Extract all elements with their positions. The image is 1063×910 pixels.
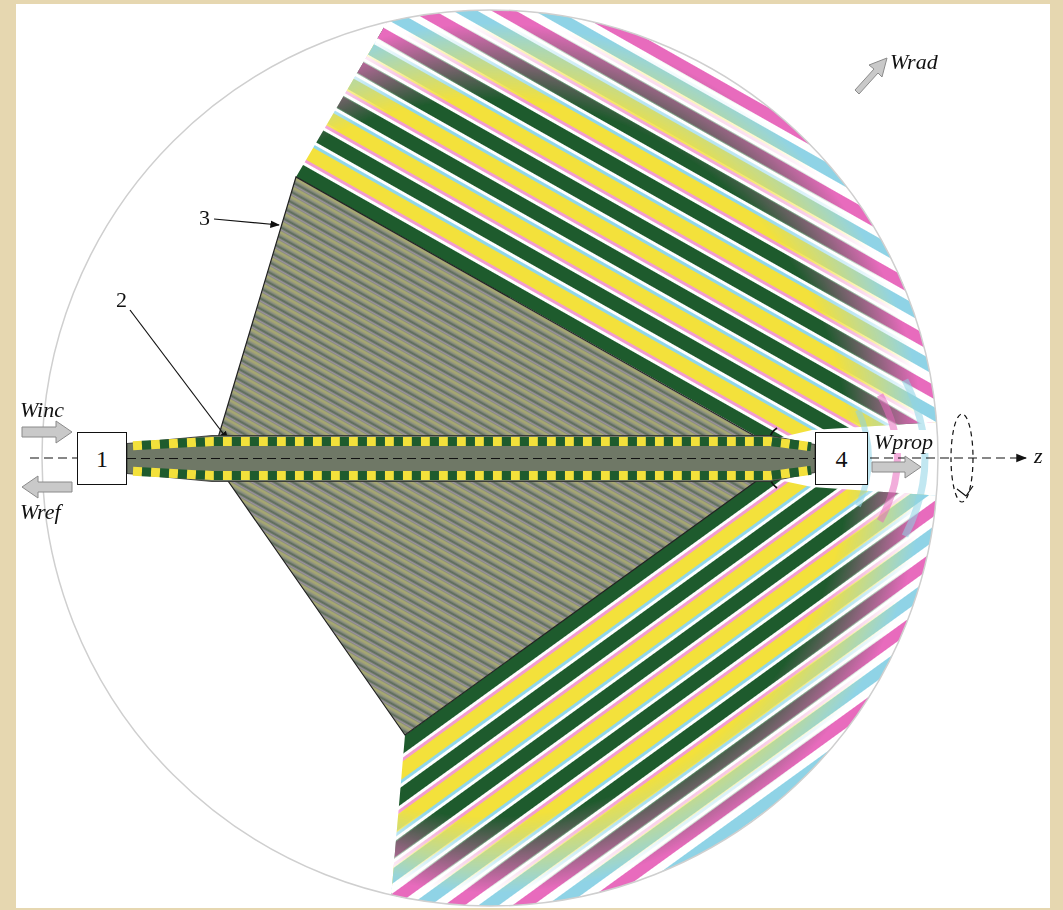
rotation-symbol <box>951 414 973 502</box>
waveguide-field <box>133 442 811 447</box>
symbol-label: Winc <box>20 398 64 421</box>
radiated-power-arrow <box>855 58 887 94</box>
callout-number: 3 <box>199 206 210 229</box>
port-number: 4 <box>836 447 848 471</box>
waveguide-body <box>127 436 815 482</box>
waveguide-rod <box>127 436 815 482</box>
symbol-label: z <box>1034 444 1043 467</box>
leader-line <box>130 310 228 440</box>
propagated-power-arrow <box>872 456 921 478</box>
power-arrows <box>22 58 921 498</box>
port-number: 1 <box>96 447 108 471</box>
waveguide-field <box>133 470 811 475</box>
port-box: 1 <box>77 432 127 485</box>
symbol-label: Wref <box>20 500 61 523</box>
reflected-power-arrow <box>22 476 72 498</box>
waveguide-axis <box>127 458 815 459</box>
port-box: 4 <box>815 432 868 485</box>
waveguide-field <box>133 442 811 447</box>
symbol-label: Wrad <box>890 50 938 73</box>
symbol-label: Wprop <box>872 430 935 453</box>
callout-number: 2 <box>116 288 127 311</box>
waveguide-field <box>133 470 811 475</box>
leader-line <box>214 219 279 225</box>
incident-power-arrow <box>22 421 72 443</box>
boundary-circle <box>42 10 938 906</box>
